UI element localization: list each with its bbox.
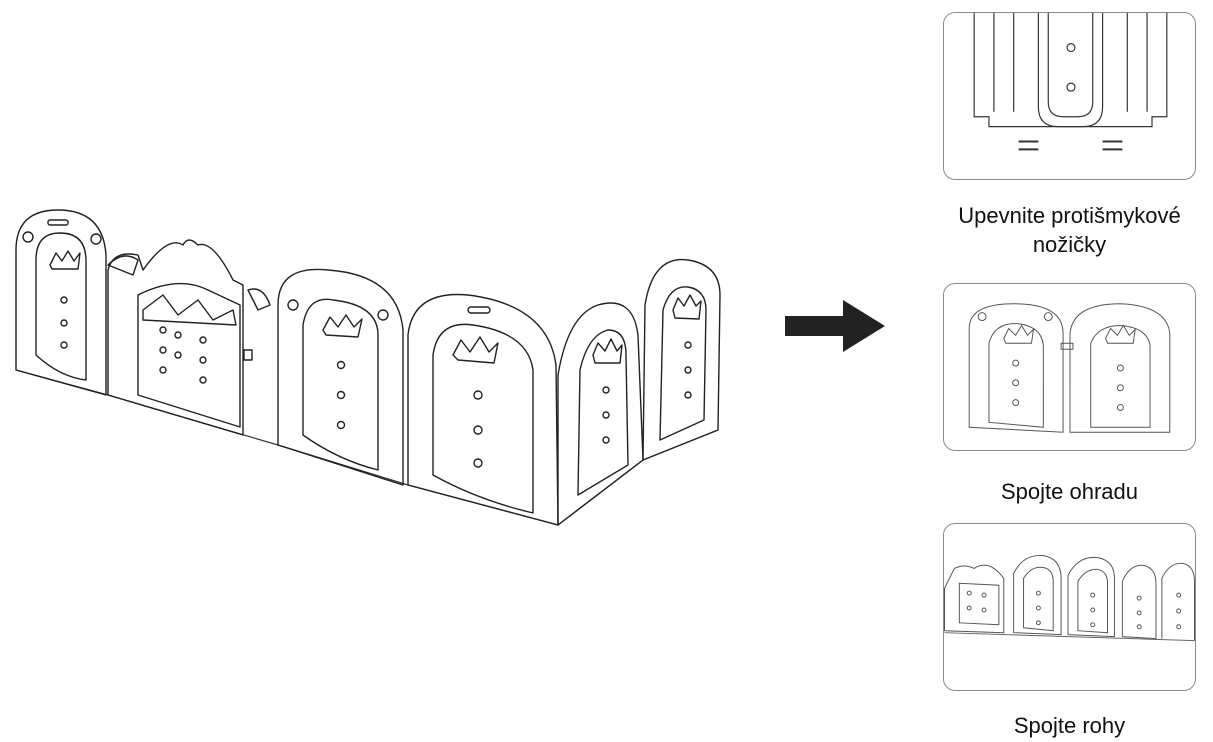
step-3-image-connect-corners	[943, 523, 1196, 691]
playpen-panel	[277, 268, 404, 486]
assembled-playpen-illustration	[15, 209, 721, 526]
step-1-caption: Upevnite protišmykové nožičky	[923, 201, 1213, 259]
step-2-caption: Spojte ohradu	[923, 477, 1213, 506]
playpen-door-panel	[107, 239, 271, 436]
step-3-caption: Spojte rohy	[923, 711, 1213, 740]
right-arrow-icon	[785, 300, 885, 352]
step-2-caption-line1: Spojte ohradu	[1001, 479, 1138, 504]
step-1-caption-line2: nožičky	[1032, 232, 1107, 257]
playpen-panel	[407, 293, 559, 526]
playpen-panel	[15, 209, 107, 396]
step-3-caption-line1: Spojte rohy	[1013, 713, 1126, 738]
step-1-caption-line1: Upevnite protišmykové	[958, 203, 1181, 228]
playpen-panel	[642, 258, 721, 461]
step-2-image-connect-playpen	[943, 283, 1196, 451]
step-1-image-anti-slip-feet	[943, 12, 1196, 180]
playpen-panel	[557, 302, 644, 526]
